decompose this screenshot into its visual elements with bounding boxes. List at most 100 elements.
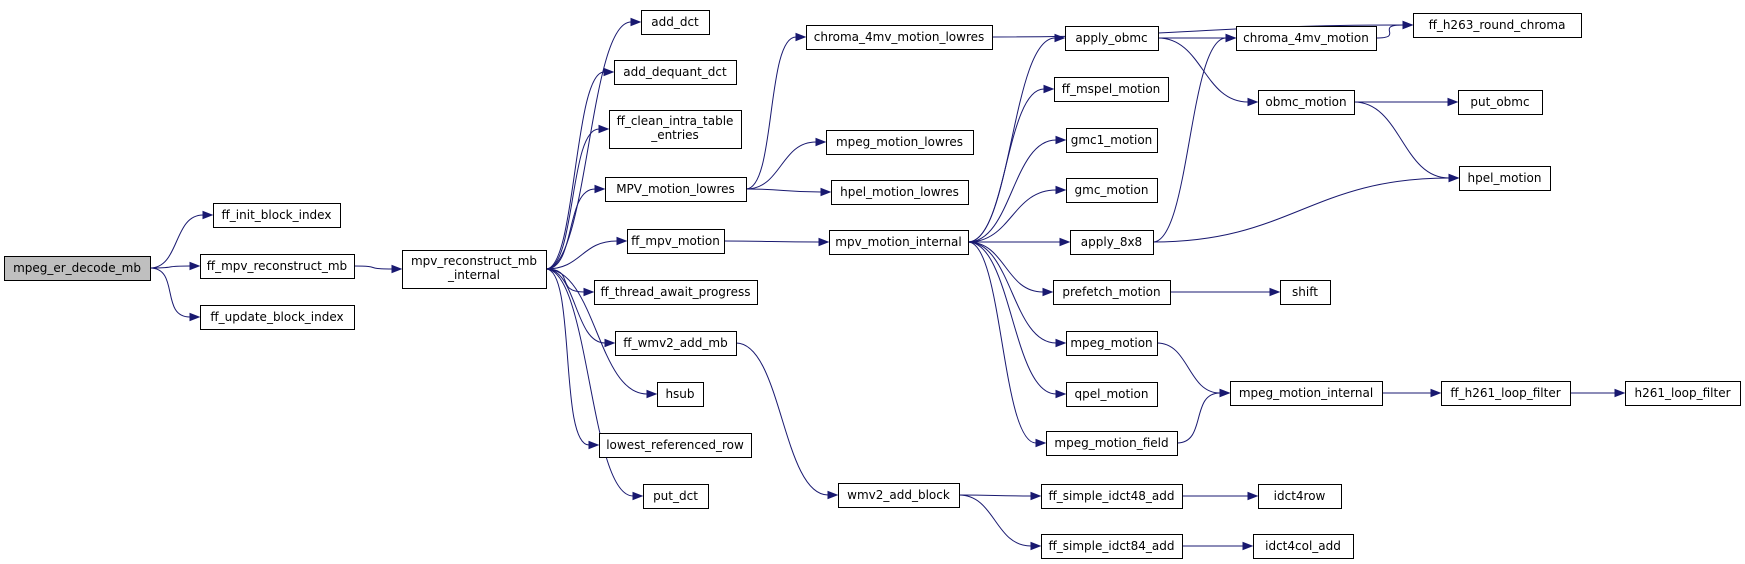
node-shift[interactable]: shift bbox=[1280, 280, 1331, 305]
node-label: add_dct bbox=[651, 15, 699, 29]
arrowhead bbox=[1447, 97, 1459, 107]
node-ff-simple-idct84-add[interactable]: ff_simple_idct84_add bbox=[1041, 534, 1183, 559]
edge-recon_internal-to-clean_intra bbox=[545, 124, 610, 270]
node-mpeg-motion-field[interactable]: mpeg_motion_field bbox=[1046, 431, 1178, 456]
edge-root-to-reconstruct bbox=[149, 261, 201, 271]
edge-mpv_internal-to-gmc1 bbox=[967, 135, 1067, 243]
node-ff-h261-loop-filter[interactable]: ff_h261_loop_filter bbox=[1441, 381, 1571, 406]
edge-mpv_internal-to-qpel bbox=[967, 241, 1067, 399]
node-ff-mpv-motion[interactable]: ff_mpv_motion bbox=[627, 229, 725, 254]
node-label: add_dequant_dct bbox=[623, 65, 727, 79]
node-label: mpeg_motion_field bbox=[1054, 436, 1168, 450]
node-mpeg-er-decode-mb[interactable]: mpeg_er_decode_mb bbox=[4, 256, 151, 281]
arrowhead bbox=[616, 236, 628, 246]
node-h261-loop-filter[interactable]: h261_loop_filter bbox=[1625, 381, 1741, 406]
node-box bbox=[1441, 381, 1571, 406]
node-hpel-motion[interactable]: hpel_motion bbox=[1459, 166, 1551, 191]
node-gmc1-motion[interactable]: gmc1_motion bbox=[1066, 128, 1158, 153]
node-put-obmc[interactable]: put_obmc bbox=[1458, 90, 1543, 115]
node-label: _internal bbox=[447, 268, 500, 282]
node-ff-simple-idct48-add[interactable]: ff_simple_idct48_add bbox=[1041, 484, 1183, 509]
node-box bbox=[1066, 128, 1158, 153]
node-prefetch-motion[interactable]: prefetch_motion bbox=[1053, 280, 1171, 305]
node-mpv-reconstruct-mb-internal[interactable]: mpv_reconstruct_mb_internal bbox=[402, 250, 547, 289]
edge-mpv_lowres-to-hpel_lowres bbox=[745, 187, 832, 197]
node-box bbox=[1458, 90, 1543, 115]
arrowhead bbox=[1430, 388, 1442, 398]
node-label: _entries bbox=[650, 128, 699, 142]
node-box bbox=[200, 254, 355, 279]
edge-recon_internal-to-lowest_ref bbox=[545, 268, 600, 450]
edge-h261_loop-to-h261_loop_filter bbox=[1570, 388, 1626, 398]
arrowhead bbox=[583, 287, 595, 297]
arrowhead bbox=[603, 67, 615, 77]
node-idct4col-add[interactable]: idct4col_add bbox=[1253, 534, 1354, 559]
node-label: apply_8x8 bbox=[1081, 235, 1142, 249]
node-label: ff_init_block_index bbox=[222, 208, 332, 222]
node-add-dct[interactable]: add_dct bbox=[641, 10, 710, 35]
node-label: mpeg_motion bbox=[1070, 336, 1152, 350]
arrowhead bbox=[1030, 541, 1042, 551]
node-mpv-motion-internal[interactable]: mpv_motion_internal bbox=[829, 230, 969, 255]
node-box bbox=[657, 382, 704, 407]
node-idct4row[interactable]: idct4row bbox=[1258, 484, 1342, 509]
node-add-dequant-dct[interactable]: add_dequant_dct bbox=[614, 60, 737, 85]
edge-recon_internal-to-wmv2_add_mb bbox=[545, 268, 616, 348]
node-mpv-motion-lowres[interactable]: MPV_motion_lowres bbox=[605, 177, 747, 202]
node-box bbox=[609, 110, 742, 149]
node-lowest-referenced-row[interactable]: lowest_referenced_row bbox=[599, 433, 752, 458]
node-ff-init-block-index[interactable]: ff_init_block_index bbox=[213, 203, 341, 228]
node-hpel-motion-lowres[interactable]: hpel_motion_lowres bbox=[831, 180, 969, 205]
node-obmc-motion[interactable]: obmc_motion bbox=[1258, 90, 1355, 115]
node-box bbox=[1066, 178, 1158, 203]
edge-mpv_internal-to-mpeg_field bbox=[967, 241, 1047, 448]
node-box bbox=[1625, 381, 1741, 406]
node-ff-h263-round-chroma[interactable]: ff_h263_round_chroma bbox=[1413, 13, 1582, 38]
node-ff-mspel-motion[interactable]: ff_mspel_motion bbox=[1054, 77, 1169, 102]
node-ff-clean-intra-table-entries[interactable]: ff_clean_intra_table_entries bbox=[609, 110, 742, 149]
node-wmv2-add-block[interactable]: wmv2_add_block bbox=[838, 483, 960, 508]
node-mpeg-motion-lowres[interactable]: mpeg_motion_lowres bbox=[826, 130, 974, 155]
node-label: hsub bbox=[665, 387, 694, 401]
node-box bbox=[831, 180, 969, 205]
node-label: mpv_reconstruct_mb bbox=[411, 254, 537, 268]
node-box bbox=[641, 10, 710, 35]
edge-wmv2_add_block-to-idct84 bbox=[958, 494, 1042, 551]
node-mpeg-motion-internal[interactable]: mpeg_motion_internal bbox=[1230, 381, 1383, 406]
edge-recon_internal-to-add_dequant bbox=[545, 67, 615, 270]
node-box bbox=[1046, 431, 1178, 456]
node-ff-mpv-reconstruct-mb[interactable]: ff_mpv_reconstruct_mb bbox=[200, 254, 355, 279]
node-ff-update-block-index[interactable]: ff_update_block_index bbox=[200, 305, 355, 330]
node-gmc-motion[interactable]: gmc_motion bbox=[1066, 178, 1158, 203]
edge-mpv_lowres-to-chroma_lowres bbox=[745, 32, 807, 190]
node-box bbox=[1065, 26, 1159, 51]
node-chroma-4mv-motion[interactable]: chroma_4mv_motion bbox=[1236, 26, 1377, 51]
edge-reconstruct-to-recon_internal bbox=[353, 264, 403, 274]
node-ff-thread-await-progress[interactable]: ff_thread_await_progress bbox=[594, 280, 758, 305]
node-box bbox=[1053, 280, 1171, 305]
node-mpeg-motion[interactable]: mpeg_motion bbox=[1066, 331, 1158, 356]
edge-idct84-to-idct4col bbox=[1182, 541, 1254, 551]
node-apply-obmc[interactable]: apply_obmc bbox=[1065, 26, 1159, 51]
node-label: MPV_motion_lowres bbox=[616, 182, 735, 196]
edge-chroma_4mv-to-h263_round bbox=[1375, 20, 1414, 39]
node-box bbox=[806, 25, 993, 50]
edge-mpv_internal-to-gmc bbox=[967, 185, 1067, 243]
node-box bbox=[627, 229, 725, 254]
node-ff-wmv2-add-mb[interactable]: ff_wmv2_add_mb bbox=[615, 331, 737, 356]
node-box bbox=[1253, 534, 1354, 559]
node-label: chroma_4mv_motion bbox=[1243, 31, 1369, 45]
node-box bbox=[1066, 331, 1158, 356]
node-put-dct[interactable]: put_dct bbox=[643, 484, 709, 509]
node-apply-8x8[interactable]: apply_8x8 bbox=[1070, 230, 1154, 255]
node-qpel-motion[interactable]: qpel_motion bbox=[1066, 382, 1158, 407]
arrowhead bbox=[1242, 541, 1254, 551]
edge-recon_internal-to-put_dct bbox=[545, 268, 644, 501]
nodes-layer: mpeg_er_decode_mb ff_init_block_index ff_m… bbox=[4, 10, 1741, 559]
edge-mpv_internal-to-mpeg_motion bbox=[967, 241, 1067, 348]
node-box bbox=[1236, 26, 1377, 51]
edge-obmc_motion-to-hpel_motion bbox=[1353, 101, 1460, 183]
arrowhead bbox=[1614, 388, 1626, 398]
node-chroma-4mv-motion-lowres[interactable]: chroma_4mv_motion_lowres bbox=[806, 25, 993, 50]
node-hsub[interactable]: hsub bbox=[657, 382, 704, 407]
